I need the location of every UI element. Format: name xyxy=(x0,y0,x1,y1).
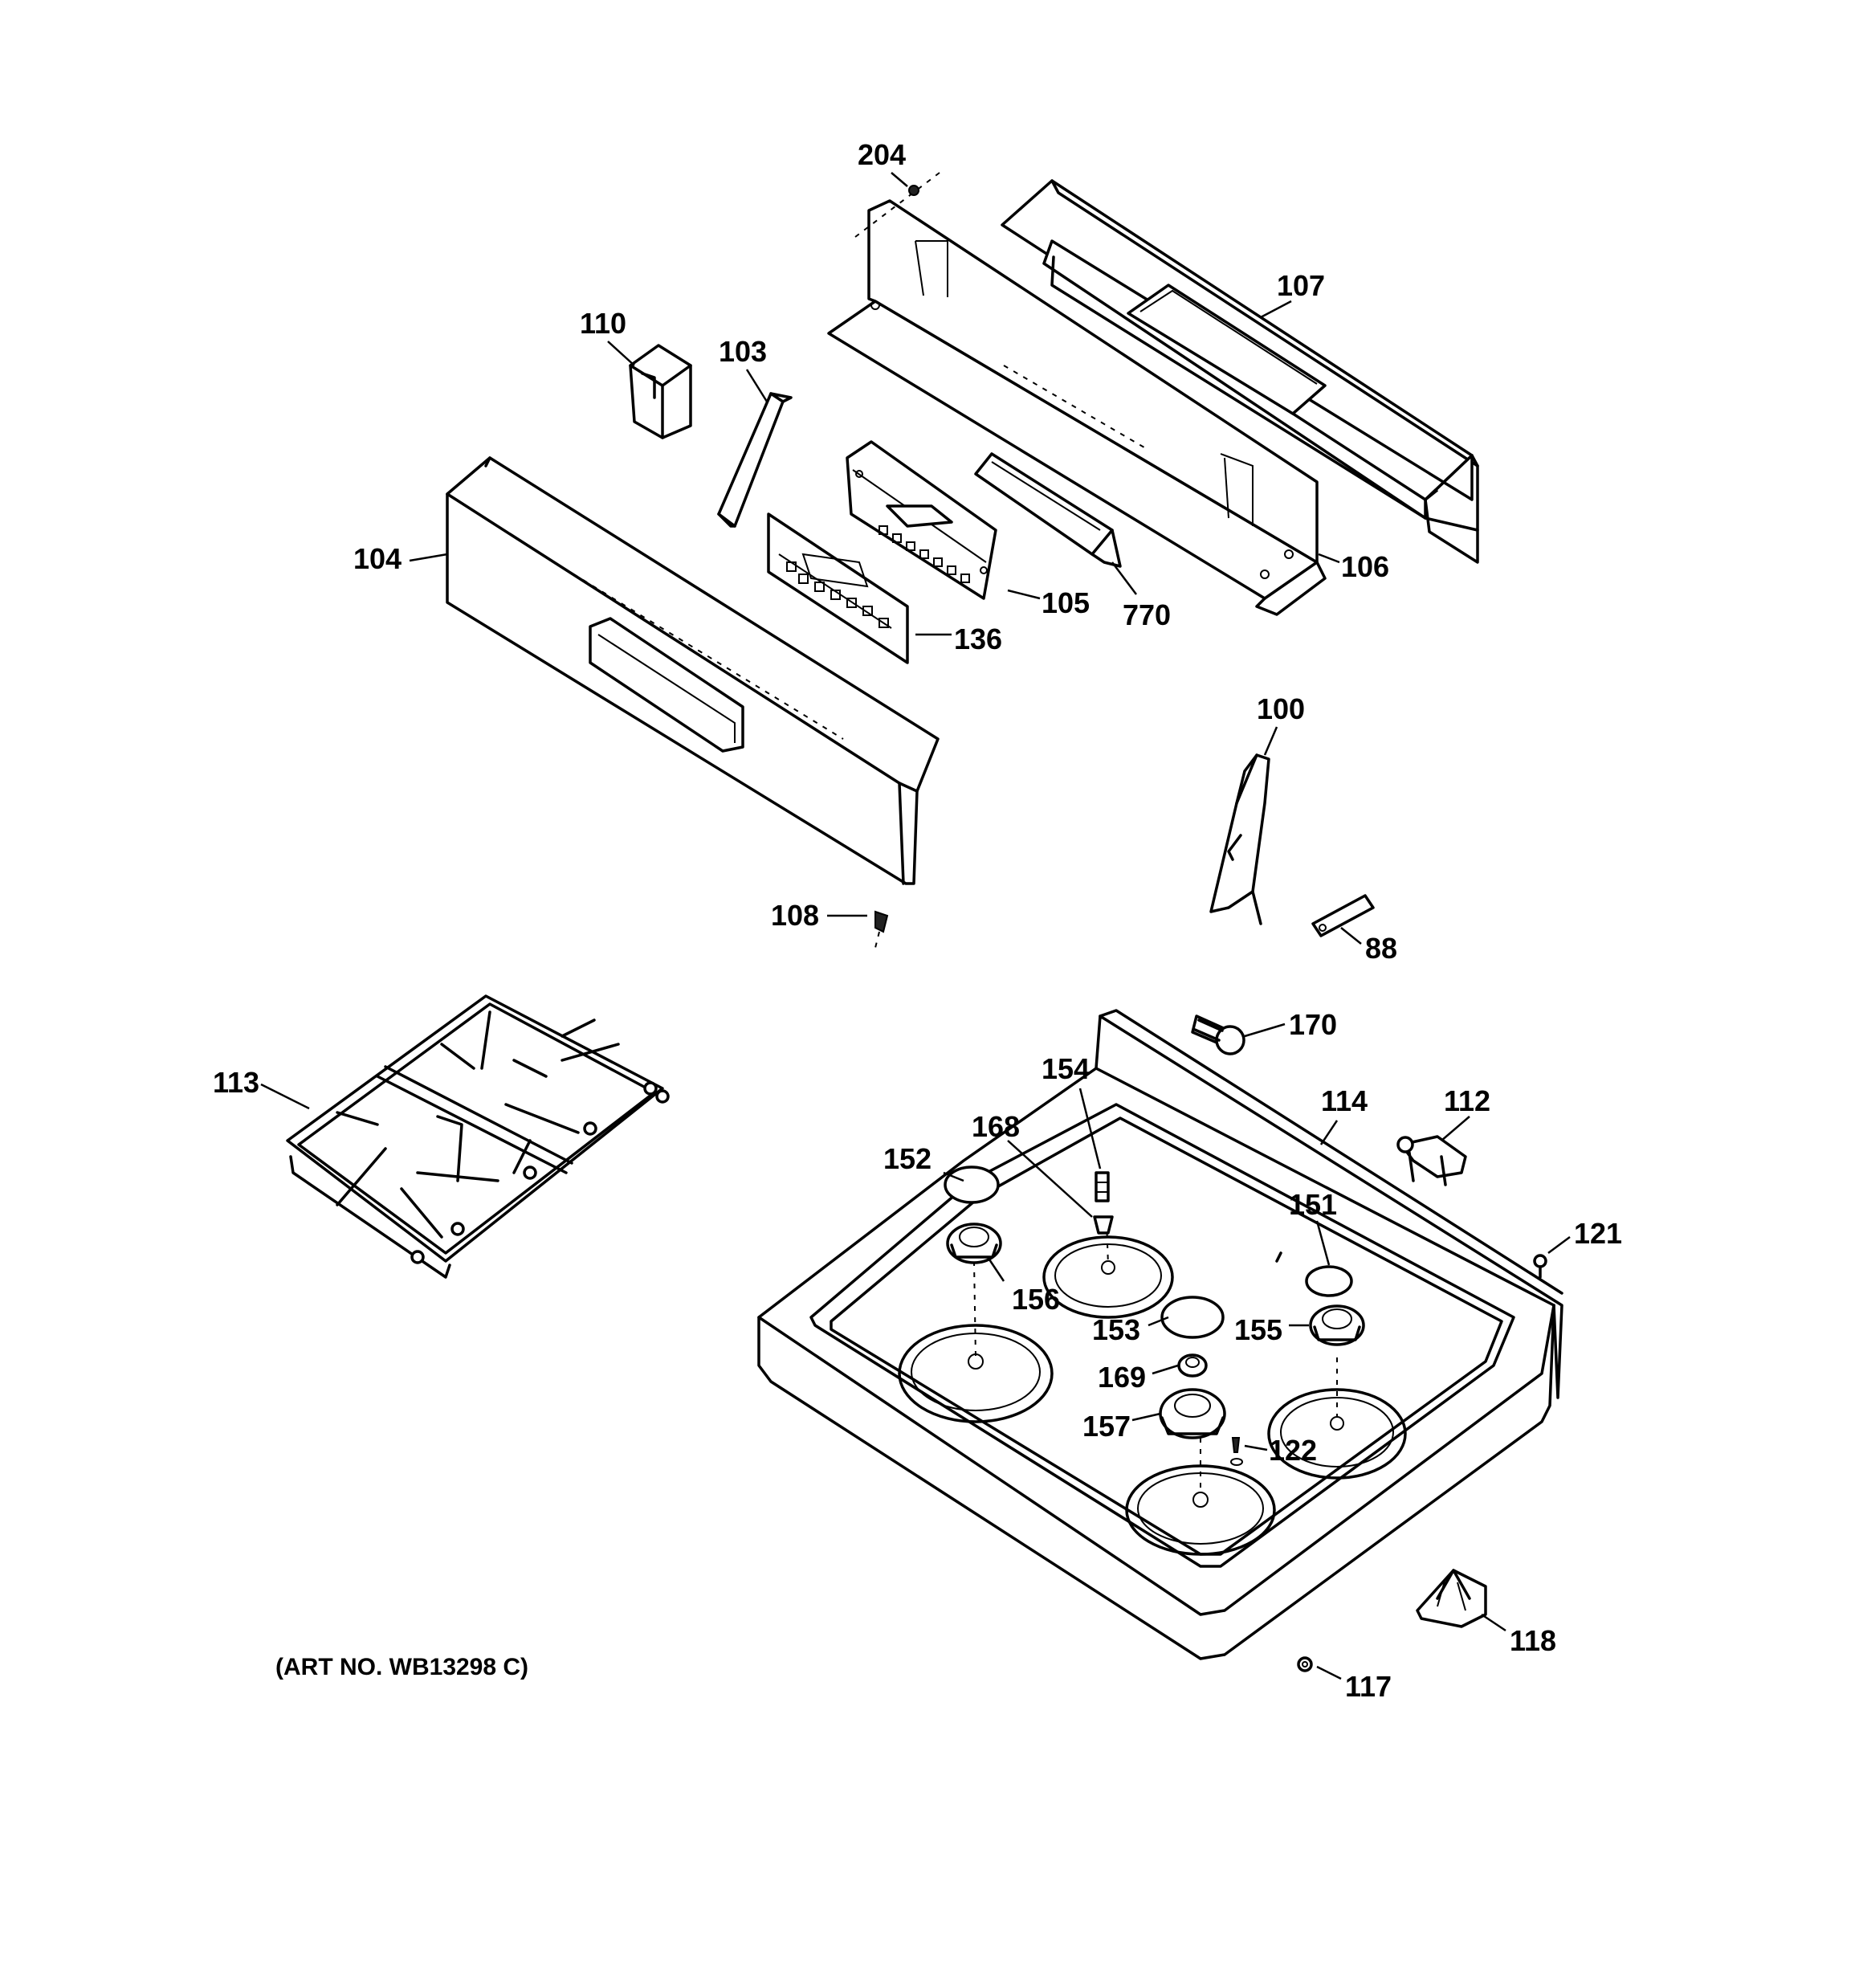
part-770-ribbon xyxy=(974,452,1122,568)
callout-103: 103 xyxy=(719,335,767,368)
part-105-control-board xyxy=(846,440,997,600)
part-112-igniter-switch xyxy=(1396,1135,1467,1186)
part-157-burner-head xyxy=(1159,1388,1226,1439)
callout-152: 152 xyxy=(883,1142,932,1175)
part-151-burner-cap xyxy=(1305,1265,1353,1297)
callout-155: 155 xyxy=(1234,1313,1282,1346)
callout-204: 204 xyxy=(858,138,906,171)
part-118-knob-foot xyxy=(1416,1569,1487,1628)
callout-151: 151 xyxy=(1289,1188,1337,1221)
part-106-control-bracket xyxy=(827,199,1327,616)
part-152-burner-cap xyxy=(944,1165,1000,1204)
callout-110: 110 xyxy=(580,307,626,340)
callout-88: 88 xyxy=(1365,932,1397,965)
part-88-clip xyxy=(1311,894,1375,937)
part-122-screws xyxy=(1230,1437,1243,1466)
callout-170: 170 xyxy=(1289,1008,1337,1041)
callout-117: 117 xyxy=(1345,1670,1392,1703)
callout-104: 104 xyxy=(353,542,402,575)
part-114-cooktop xyxy=(757,1009,1563,1660)
part-103-bracket xyxy=(717,392,793,528)
callout-157: 157 xyxy=(1082,1410,1131,1443)
part-113-grate xyxy=(286,994,670,1279)
leader-lines xyxy=(260,172,1571,1680)
callout-113: 113 xyxy=(213,1066,259,1099)
callout-156: 156 xyxy=(1012,1283,1060,1316)
part-100-end-cap xyxy=(1209,753,1270,925)
part-153-burner-cap xyxy=(1160,1296,1225,1339)
part-110-relay-switch xyxy=(629,344,692,439)
callout-114: 114 xyxy=(1321,1084,1368,1117)
screw-170 xyxy=(1191,1014,1245,1055)
callout-169: 169 xyxy=(1098,1361,1146,1394)
part-155-burner-head xyxy=(1309,1304,1365,1346)
screw-121 xyxy=(1533,1254,1547,1279)
part-136-keypad-overlay xyxy=(767,512,909,664)
part-154-orifice xyxy=(1095,1171,1110,1202)
callout-136: 136 xyxy=(954,623,1002,655)
part-156-burner-head xyxy=(946,1223,1002,1264)
callout-112: 112 xyxy=(1444,1084,1490,1117)
art-number: (ART NO. WB13298 C) xyxy=(275,1654,528,1680)
callout-105: 105 xyxy=(1042,586,1090,619)
callout-154: 154 xyxy=(1042,1052,1090,1085)
callout-168: 168 xyxy=(972,1110,1020,1143)
callout-106: 106 xyxy=(1341,550,1389,583)
callout-108: 108 xyxy=(771,899,819,932)
part-104-control-panel xyxy=(446,456,940,885)
callout-labels: 204 107 110 103 104 106 105 770 136 100 … xyxy=(213,138,1622,1703)
screw-204 xyxy=(854,172,940,238)
nut-117 xyxy=(1297,1656,1313,1672)
callout-153: 153 xyxy=(1092,1313,1140,1346)
part-169-spreader xyxy=(1177,1353,1208,1378)
callout-100: 100 xyxy=(1257,692,1305,725)
callout-118: 118 xyxy=(1510,1624,1556,1657)
part-168-spreader xyxy=(1093,1215,1114,1235)
part-107-rear-trim xyxy=(1001,179,1479,564)
callout-122: 122 xyxy=(1269,1434,1317,1467)
callout-121: 121 xyxy=(1574,1217,1622,1250)
callout-770: 770 xyxy=(1123,598,1171,631)
screw-108 xyxy=(874,910,889,949)
callout-107: 107 xyxy=(1277,269,1325,302)
